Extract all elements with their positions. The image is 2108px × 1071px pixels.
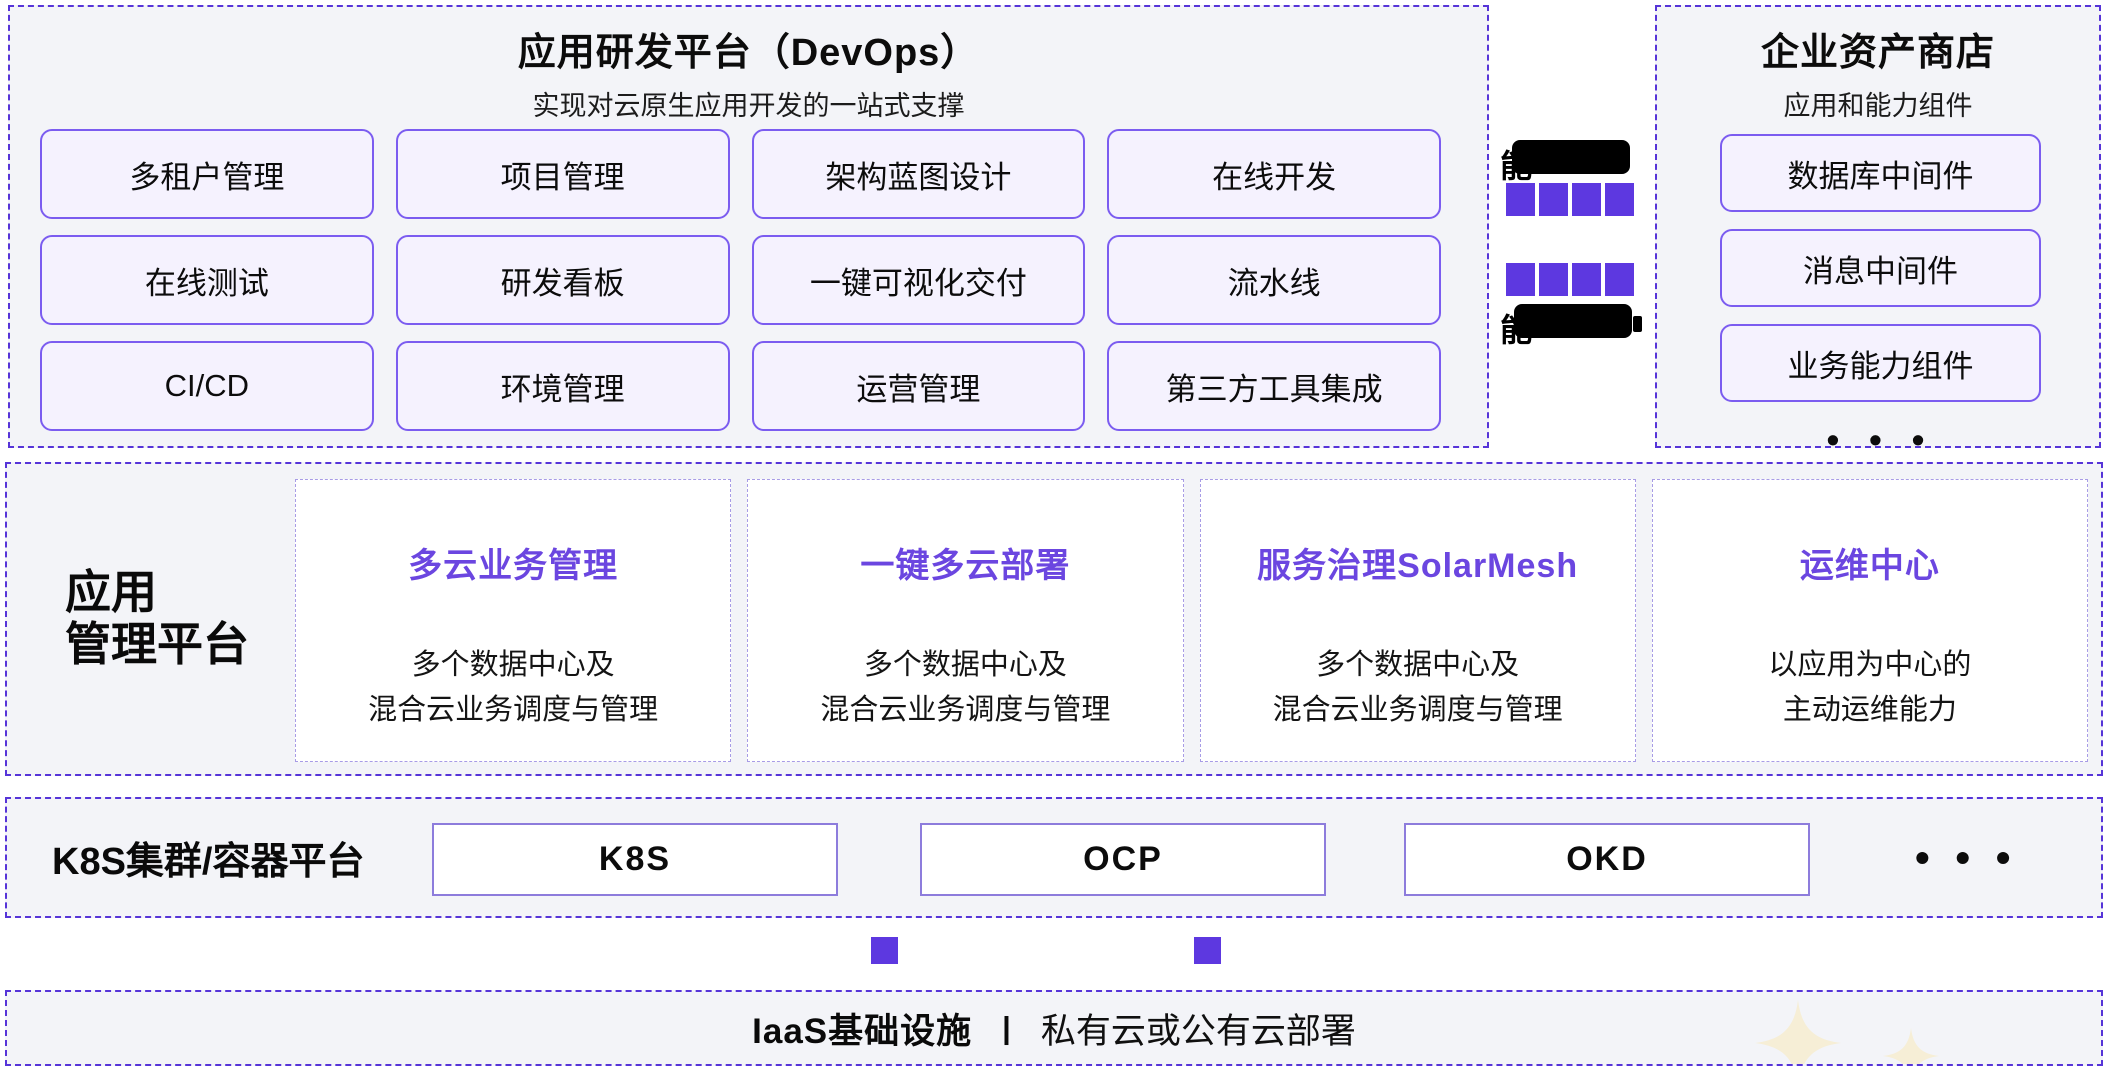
asset-store-title: 企业资产商店 <box>1760 32 1995 74</box>
card-desc: 多个数据中心及 混合云业务调度与管理 <box>1272 649 1563 726</box>
asset-item-message-middleware: 消息中间件 <box>1720 229 2041 307</box>
k8s-ellipsis: • • • <box>1915 833 2018 881</box>
arrow-square <box>1572 263 1601 296</box>
asset-ellipsis: • • • <box>1826 419 1935 460</box>
k8s-item-okd: OKD <box>1404 823 1810 896</box>
k8s-item-ocp: OCP <box>920 823 1326 896</box>
asset-item-business-capability: 业务能力组件 <box>1720 324 2041 402</box>
sparkle-icon <box>1755 1000 1841 1064</box>
app-mgmt-label-line1: 应用 <box>65 566 157 618</box>
devops-title: 应用研发平台（DevOps） <box>517 32 980 74</box>
app-mgmt-panel: 应用 管理平台 多云业务管理 多个数据中心及 混合云业务调度与管理 一键多云部署… <box>5 462 2103 776</box>
app-mgmt-label: 应用 管理平台 <box>65 566 249 671</box>
glyph-fragment <box>1633 316 1642 332</box>
asset-list: 数据库中间件 消息中间件 业务能力组件 • • • <box>1720 134 2041 461</box>
devops-capability-grid: 多租户管理 项目管理 架构蓝图设计 在线开发 在线测试 研发看板 一键可视化交付… <box>40 129 1441 431</box>
capability-exchange-connector: 能 能 <box>1498 140 1646 348</box>
app-mgmt-label-line2: 管理平台 <box>65 618 249 671</box>
k8s-label: K8S集群/容器平台 <box>52 841 365 883</box>
devops-item-kanban: 研发看板 <box>395 235 730 325</box>
arrow-square <box>1506 183 1535 216</box>
arrow-square <box>1605 183 1634 216</box>
connector-square-right <box>1194 937 1221 964</box>
devops-item-pipeline: 流水线 <box>1107 235 1441 325</box>
card-desc: 多个数据中心及 混合云业务调度与管理 <box>368 649 659 726</box>
card-oneclick-deploy: 一键多云部署 多个数据中心及 混合云业务调度与管理 <box>747 479 1184 762</box>
arrow-square <box>1605 263 1634 296</box>
card-solarmesh: 服务治理SolarMesh 多个数据中心及 混合云业务调度与管理 <box>1199 479 1636 762</box>
card-multicloud-business: 多云业务管理 多个数据中心及 混合云业务调度与管理 <box>295 479 732 762</box>
devops-item-cicd: CI/CD <box>40 341 374 431</box>
card-title: 运维中心 <box>1799 547 1940 585</box>
app-mgmt-cards: 多云业务管理 多个数据中心及 混合云业务调度与管理 一键多云部署 多个数据中心及… <box>295 479 2088 762</box>
k8s-panel: K8S集群/容器平台 K8S OCP OKD • • • <box>5 797 2103 918</box>
devops-item-blueprint: 架构蓝图设计 <box>751 129 1086 219</box>
devops-platform-panel: 应用研发平台（DevOps） 实现对云原生应用开发的一站式支撑 多租户管理 项目… <box>8 5 1489 448</box>
devops-item-online-dev: 在线开发 <box>1107 129 1441 219</box>
iaas-label: IaaS基础设施 <box>752 1011 973 1051</box>
devops-subtitle: 实现对云原生应用开发的一站式支撑 <box>532 91 965 121</box>
arrow-squares-row-bottom <box>1506 263 1634 296</box>
devops-item-online-test: 在线测试 <box>40 235 374 325</box>
arrow-square <box>1506 263 1535 296</box>
asset-store-panel: 企业资产商店 应用和能力组件 数据库中间件 消息中间件 业务能力组件 • • • <box>1655 5 2101 460</box>
redaction-bar-bottom <box>1514 304 1632 338</box>
devops-item-project: 项目管理 <box>395 129 730 219</box>
card-desc: 多个数据中心及 混合云业务调度与管理 <box>820 649 1111 726</box>
asset-store-subtitle: 应用和能力组件 <box>1783 91 1973 121</box>
asset-item-database-middleware: 数据库中间件 <box>1720 134 2041 212</box>
devops-item-visual-delivery: 一键可视化交付 <box>751 235 1086 325</box>
arrow-square <box>1539 263 1568 296</box>
card-desc: 以应用为中心的 主动运维能力 <box>1768 649 1972 726</box>
devops-item-ops: 运营管理 <box>751 341 1086 431</box>
devops-item-env: 环境管理 <box>395 341 730 431</box>
devops-item-3rdparty: 第三方工具集成 <box>1107 341 1441 431</box>
iaas-separator: | <box>1002 1010 1011 1045</box>
sparkle-icon <box>1883 1028 1939 1064</box>
connector-square-left <box>871 937 898 964</box>
card-ops-center: 运维中心 以应用为中心的 主动运维能力 <box>1651 479 2088 762</box>
iaas-panel: IaaS基础设施 | 私有云或公有云部署 <box>5 990 2103 1066</box>
card-title: 多云业务管理 <box>408 547 619 585</box>
iaas-desc: 私有云或公有云部署 <box>1040 1011 1356 1051</box>
arrow-squares-row-top <box>1506 183 1634 216</box>
arrow-square <box>1539 183 1568 216</box>
redaction-bar-top <box>1512 140 1630 174</box>
arrow-square <box>1572 183 1601 216</box>
k8s-item-k8s: K8S <box>432 823 838 896</box>
devops-item-tenant: 多租户管理 <box>40 129 374 219</box>
card-title: 服务治理SolarMesh <box>1257 547 1579 585</box>
card-title: 一键多云部署 <box>860 547 1071 585</box>
